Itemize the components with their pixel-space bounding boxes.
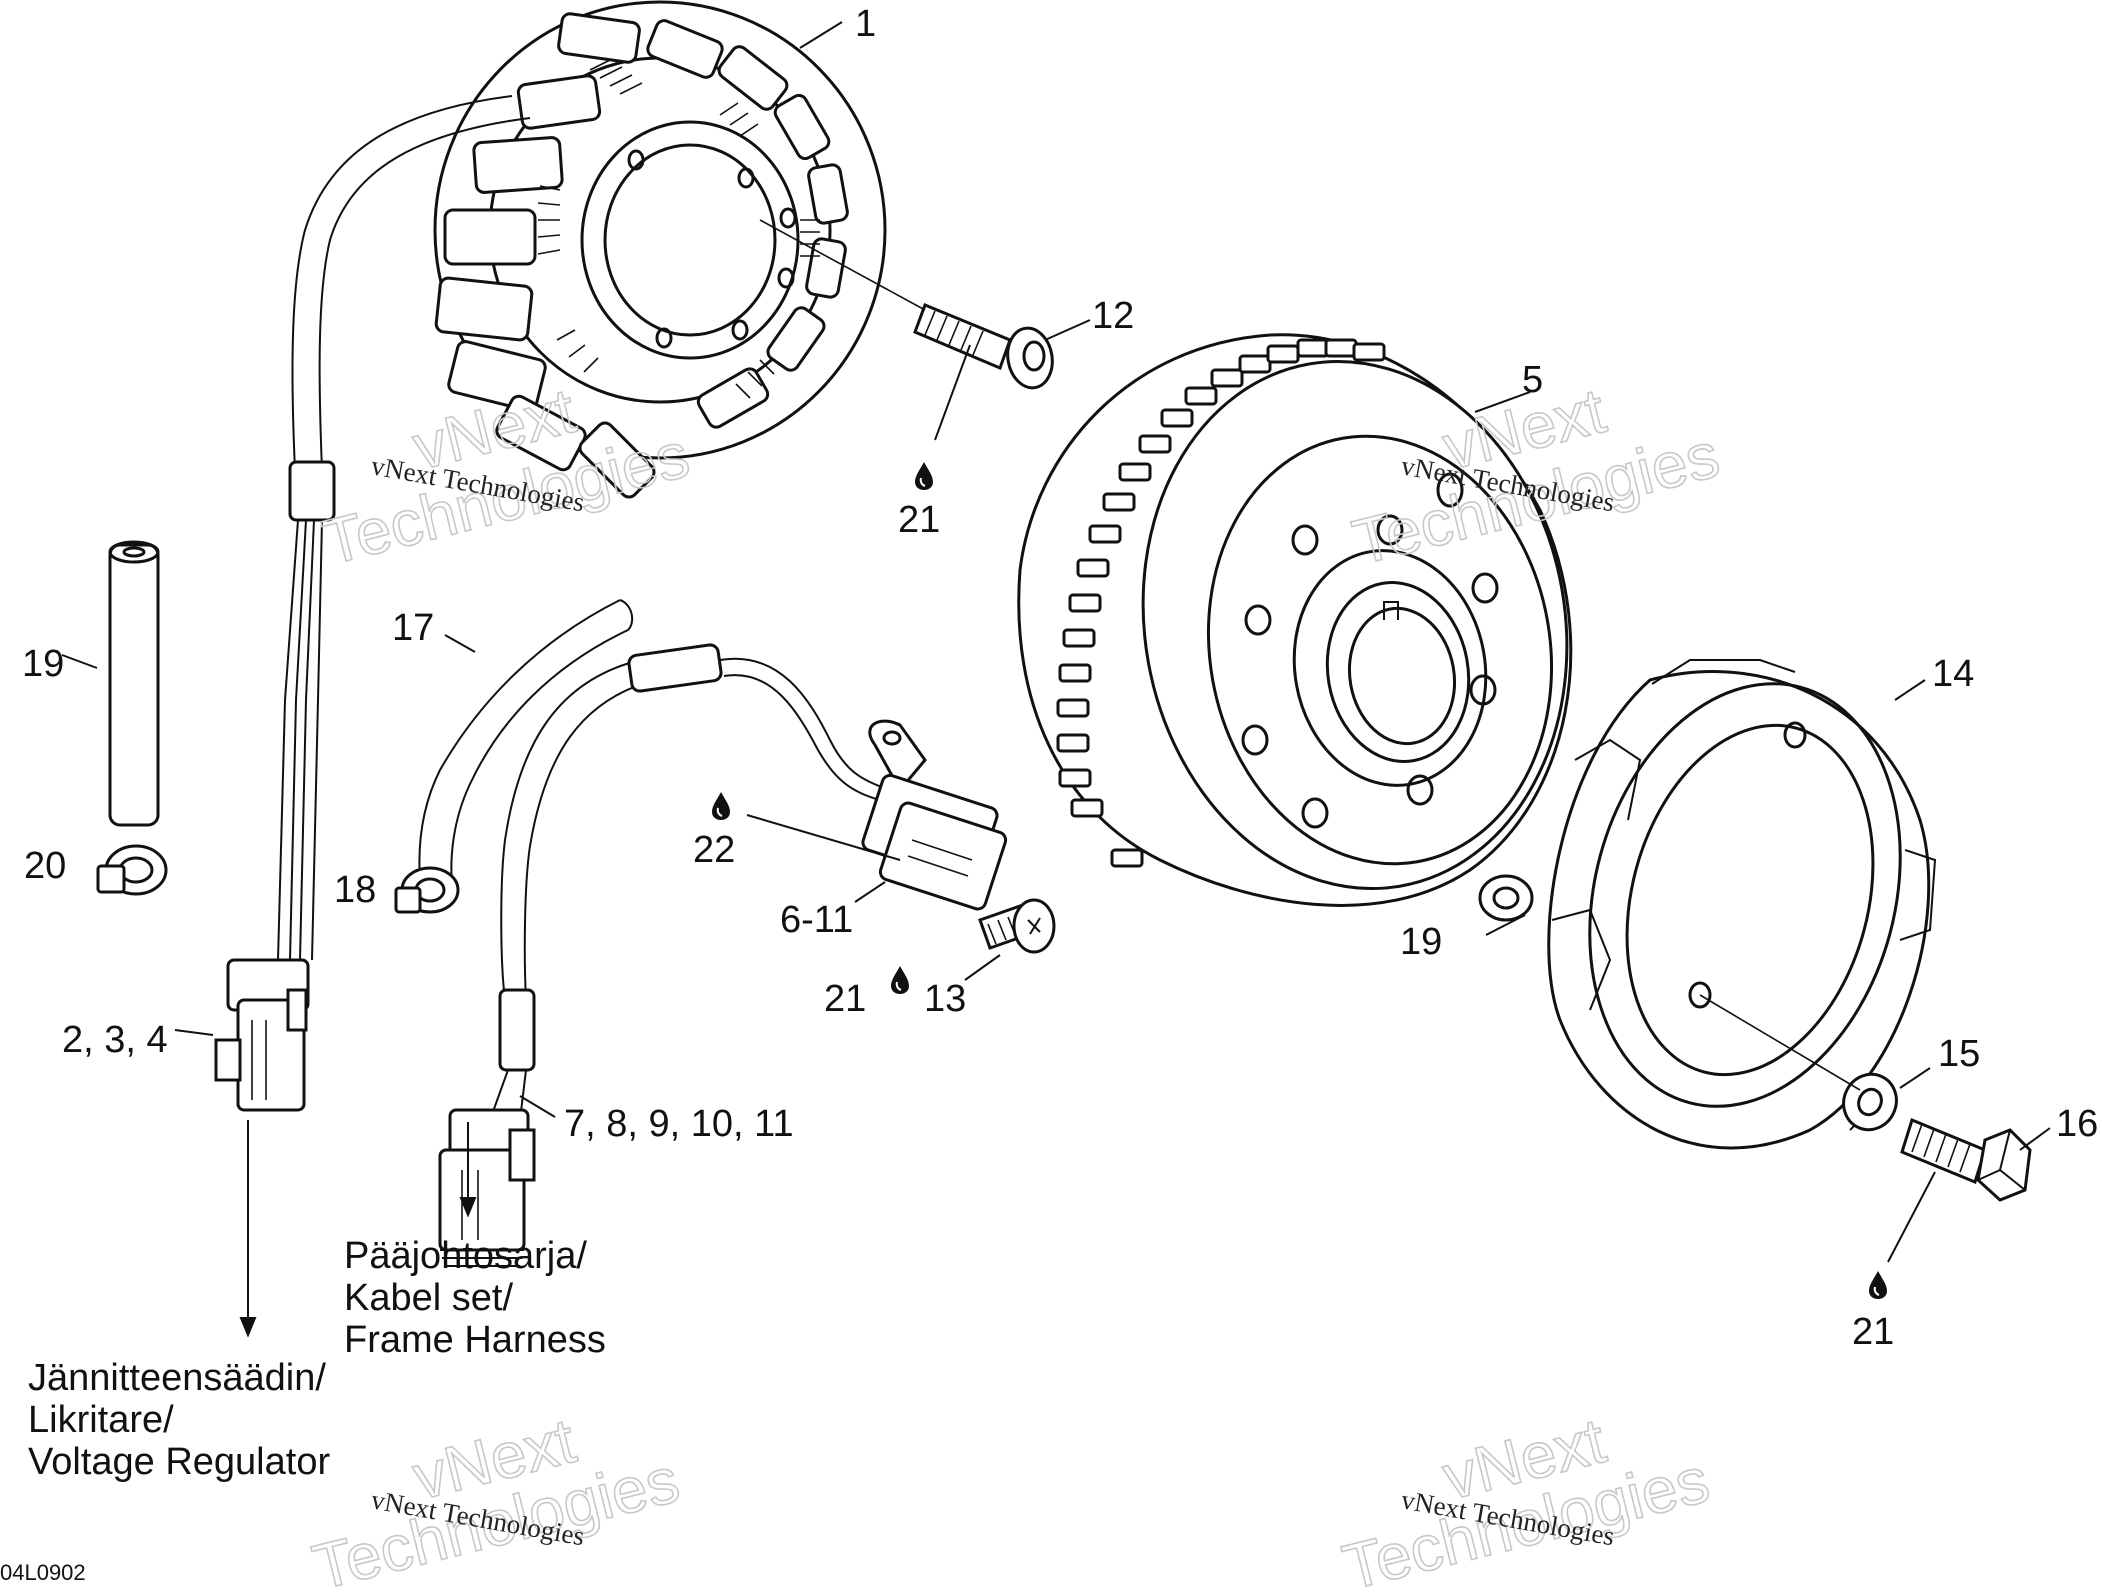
watermark-bottom-right: vNext Technologies vNext Technologies (1335, 1403, 1717, 1593)
watermark-bottom-left: vNext Technologies vNext Technologies (305, 1403, 687, 1593)
callout-21: 21 (1852, 1311, 1894, 1353)
callout-13: 13 (924, 978, 966, 1020)
oil-drop-icon (890, 965, 910, 995)
drawing-code: 04L0902 (0, 1560, 86, 1585)
screw-12 (759, 219, 1054, 390)
bolt-16 (1900, 1117, 2032, 1202)
voltage-regulator-label: Jännitteensäädin/ Likritare/ Voltage Reg… (28, 1357, 330, 1483)
trigger-connector (438, 1108, 536, 1267)
oil-drop-icon (1868, 1270, 1888, 1300)
oil-drop-icon (914, 461, 934, 491)
screw-13 (978, 898, 1056, 954)
callout-15: 15 (1938, 1033, 1980, 1075)
frame-harness-line-2: Kabel set/ (344, 1277, 513, 1319)
callout-14: 14 (1932, 653, 1974, 695)
callout-2-3-4: 2, 3, 4 (62, 1019, 168, 1061)
callout-5: 5 (1522, 359, 1543, 401)
voltage-regulator-line-2: Likritare/ (28, 1399, 174, 1441)
frame-harness-line-1: Pääjohtosarja/ (344, 1235, 587, 1277)
trigger-cable (438, 643, 891, 1267)
callout-7-8-9-10-11: 7, 8, 9, 10, 11 (564, 1103, 794, 1145)
callout-17: 17 (392, 607, 434, 649)
callout-6-11: 6-11 (780, 899, 853, 941)
stator (433, 0, 887, 499)
flywheel (1017, 333, 1573, 907)
callout-18: 18 (334, 869, 376, 911)
callout-21: 21 (898, 499, 940, 541)
leader-lines (61, 21, 2051, 1338)
hose-17 (418, 599, 634, 890)
frame-harness-line-3: Frame Harness (344, 1319, 606, 1361)
clamp-18 (394, 866, 460, 914)
washer-15 (1699, 994, 1898, 1132)
callout-16: 16 (2056, 1103, 2098, 1145)
voltage-regulator-line-3: Voltage Regulator (28, 1441, 330, 1483)
starter-ring-cover (1547, 659, 1937, 1150)
callout-19: 19 (22, 643, 64, 685)
callout-19: 19 (1400, 921, 1442, 963)
washer-19 (1478, 874, 1534, 922)
frame-harness-label: Pääjohtosarja/ Kabel set/ Frame Harness (344, 1235, 606, 1361)
oil-drop-icon (711, 791, 731, 821)
callout-20: 20 (24, 845, 66, 887)
stator-connector (214, 958, 310, 1112)
callout-1: 1 (855, 3, 876, 45)
voltage-regulator-line-1: Jännitteensäädin/ (28, 1357, 326, 1399)
trigger-sensor (861, 719, 1008, 911)
callout-21: 21 (824, 978, 866, 1020)
clamp-20 (96, 844, 168, 896)
callout-12: 12 (1092, 295, 1134, 337)
stator-cable (214, 95, 531, 1112)
callout-22: 22 (693, 829, 735, 871)
watermark-top-left: vNext Technologies vNext Technologies (315, 373, 697, 579)
sleeve (108, 540, 160, 827)
callout-labels: 1 12 5 21 19 17 14 22 20 18 6-11 19 21 1… (22, 3, 2098, 1353)
